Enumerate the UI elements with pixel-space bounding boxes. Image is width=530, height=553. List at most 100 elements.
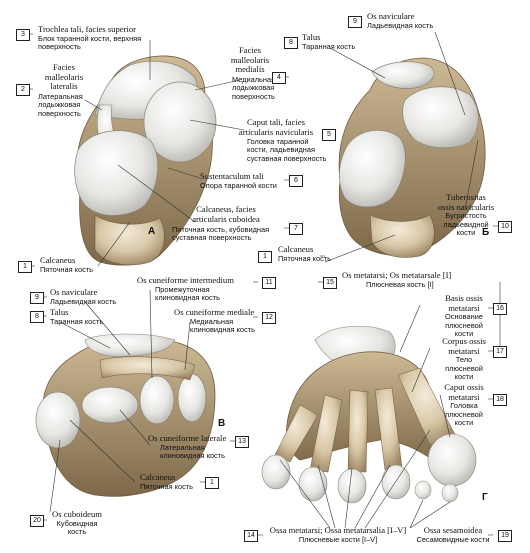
russian-name: клиновидная кость xyxy=(190,325,255,334)
label-number-5: 5 xyxy=(322,129,336,141)
russian-name: Пяточная кость xyxy=(140,481,194,491)
latin-name: Os naviculare xyxy=(367,11,415,21)
panel-letter-v: В xyxy=(218,418,226,429)
latin-name: Calcaneus xyxy=(140,472,176,482)
latin-name: Os cuneiforme mediale xyxy=(174,307,255,317)
latin-name: Facies xyxy=(239,45,261,55)
latin-name: Caput tali, facies xyxy=(247,117,305,127)
russian-name: клиновидная кость xyxy=(155,293,220,302)
label-caput-ossis-metatarsi: Caput ossis metatarsi Головка плюсневой … xyxy=(436,382,492,427)
russian-name: Ладьевидная кость xyxy=(50,296,117,306)
latin-name: Calcaneus xyxy=(40,255,76,265)
russian-name: Пяточная кость xyxy=(278,253,332,263)
latin-name: articularis cuboidea xyxy=(192,213,260,224)
latin-name: Os naviculare xyxy=(50,287,98,297)
leader-lines xyxy=(28,20,501,536)
label-number-17: 17 xyxy=(493,346,507,358)
latin-name: lateralis xyxy=(50,81,78,92)
label-number-3: 3 xyxy=(16,29,30,41)
label-facies-malleolaris-medialis: Facies malleolaris medialis xyxy=(222,45,278,75)
russian-name: кость xyxy=(67,527,87,536)
label-corpus-ossis-metatarsi: Corpus ossis metatarsi Тело плюсневой ко… xyxy=(436,336,492,381)
russian-name: лодыжковая xyxy=(38,100,81,110)
label-caput-tali: Caput tali, facies articularis navicular… xyxy=(226,117,326,137)
latin-name: metatarsi xyxy=(448,345,480,356)
russian-name: поверхность xyxy=(38,108,81,118)
russian-name: плюсневой xyxy=(445,363,483,373)
label-number-15: 15 xyxy=(323,277,337,289)
russian-name: Промежуточная xyxy=(155,284,210,294)
russian-name: Кубовидная xyxy=(56,518,98,528)
latin-name: Calcaneus, facies xyxy=(196,204,256,214)
label-number-10: 10 xyxy=(498,221,512,233)
latin-name: Caput ossis xyxy=(444,382,484,392)
russian-name: кости xyxy=(454,372,474,381)
panel-a-drawing xyxy=(74,55,217,266)
russian-name: Плюсневая кость [I] xyxy=(366,279,434,289)
russian-name: Бугристость xyxy=(445,211,487,221)
latin-name: metatarsi xyxy=(448,391,480,402)
label-calcaneus-v: Calcaneus Пяточная кость xyxy=(140,472,194,491)
label-number-9: 9 xyxy=(348,16,362,28)
label-calcaneus-a: Calcaneus Пяточная кость xyxy=(40,255,94,274)
russian-name: Головка таранной xyxy=(247,137,309,146)
label-trochlea-tali: Trochlea tali, facies superior Блок тара… xyxy=(38,24,142,51)
label-number-1: 1 xyxy=(18,261,32,273)
panel-g-drawing xyxy=(261,325,477,504)
label-sustentaculum-tali: Sustentaculum tali Опора таранной кости xyxy=(200,171,277,190)
latin-name: Sustentaculum tali xyxy=(200,171,264,181)
label-caput-tali-ru: Головка таранной кости, ладьевидная суст… xyxy=(247,137,327,163)
label-tuberositas-ossis-navicularis: Tuberositas ossis navicularis Бугристост… xyxy=(436,192,496,237)
label-calcaneus-b: Calcaneus Пяточная кость xyxy=(278,244,332,263)
label-os-naviculare-b: Os naviculare Ладьевидная кость xyxy=(367,11,433,30)
label-number-1: 1 xyxy=(205,477,219,489)
label-number-7: 7 xyxy=(289,223,303,235)
label-os-metatarsale-i: Os metatarsi; Os metatarsale [I] Плюснев… xyxy=(342,270,452,289)
latin-name: Corpus ossis xyxy=(442,336,486,346)
panel-b-drawing xyxy=(338,57,486,258)
russian-name: Основание xyxy=(445,312,483,322)
latin-name: Os cuneiforme intermedium xyxy=(137,275,234,285)
latin-name: Os cuneiforme laterale xyxy=(148,433,227,443)
label-facies-malleolaris-lateralis: Facies malleolaris lateralis xyxy=(36,62,92,92)
label-os-cuneiforme-laterale: Os cuneiforme laterale Латеральная клино… xyxy=(148,433,227,460)
label-talus-b: Talus Таранная кость xyxy=(302,32,355,51)
russian-name: суставная поверхность xyxy=(247,153,327,163)
russian-name: кости xyxy=(456,228,476,237)
label-os-cuneiforme-mediale: Os cuneiforme mediale Медиальная клинови… xyxy=(174,307,255,334)
label-number-8: 8 xyxy=(284,37,298,49)
label-talus-v: Talus Таранная кость xyxy=(50,307,103,326)
panel-letter-b: Б xyxy=(482,227,490,238)
label-os-cuboideum: Os cuboideum Кубовидная кость xyxy=(46,509,108,536)
russian-name: Пяточная кость, кубовидная xyxy=(172,225,270,234)
label-ossa-sesamoidea: Ossa sesamoidea Сесамовидные кости xyxy=(416,525,490,544)
russian-name: Плюсневые кости [I–V] xyxy=(298,534,378,544)
latin-name: Ossa sesamoidea xyxy=(423,525,483,535)
latin-name: Os metatarsi; Os metatarsale [I] xyxy=(342,270,452,280)
latin-name: Tuberositas xyxy=(446,192,486,202)
russian-name: плюсневой xyxy=(445,409,483,419)
latin-name: Talus xyxy=(302,32,321,42)
label-number-16: 16 xyxy=(493,303,507,315)
russian-name: поверхность xyxy=(232,91,275,101)
latin-name: metatarsi xyxy=(448,302,480,313)
label-number-9: 9 xyxy=(30,292,44,304)
russian-name: Медиальная xyxy=(232,75,276,84)
russian-name: Пяточная кость xyxy=(40,264,94,274)
russian-name: Медиальная xyxy=(190,316,234,326)
russian-name: ладьевидной xyxy=(443,219,489,229)
russian-name: Тело xyxy=(455,355,473,365)
label-os-naviculare-v: Os naviculare Ладьевидная кость xyxy=(50,287,117,306)
russian-name: суставная поверхность xyxy=(172,233,252,243)
label-number-18: 18 xyxy=(493,394,507,406)
label-facies-malleolaris-medialis-ru: Медиальная лодыжковая поверхность xyxy=(232,75,276,101)
russian-name: кости xyxy=(454,329,474,338)
latin-name: Talus xyxy=(50,307,69,317)
label-number-11: 11 xyxy=(262,277,276,289)
russian-name: Блок таранной кости, верхняя xyxy=(38,33,142,43)
label-calcaneus-facies-cuboidea-ru: Пяточная кость, кубовидная суставная пов… xyxy=(172,225,270,243)
label-number-12: 12 xyxy=(262,312,276,324)
latin-name: articularis navicularis xyxy=(238,126,314,137)
